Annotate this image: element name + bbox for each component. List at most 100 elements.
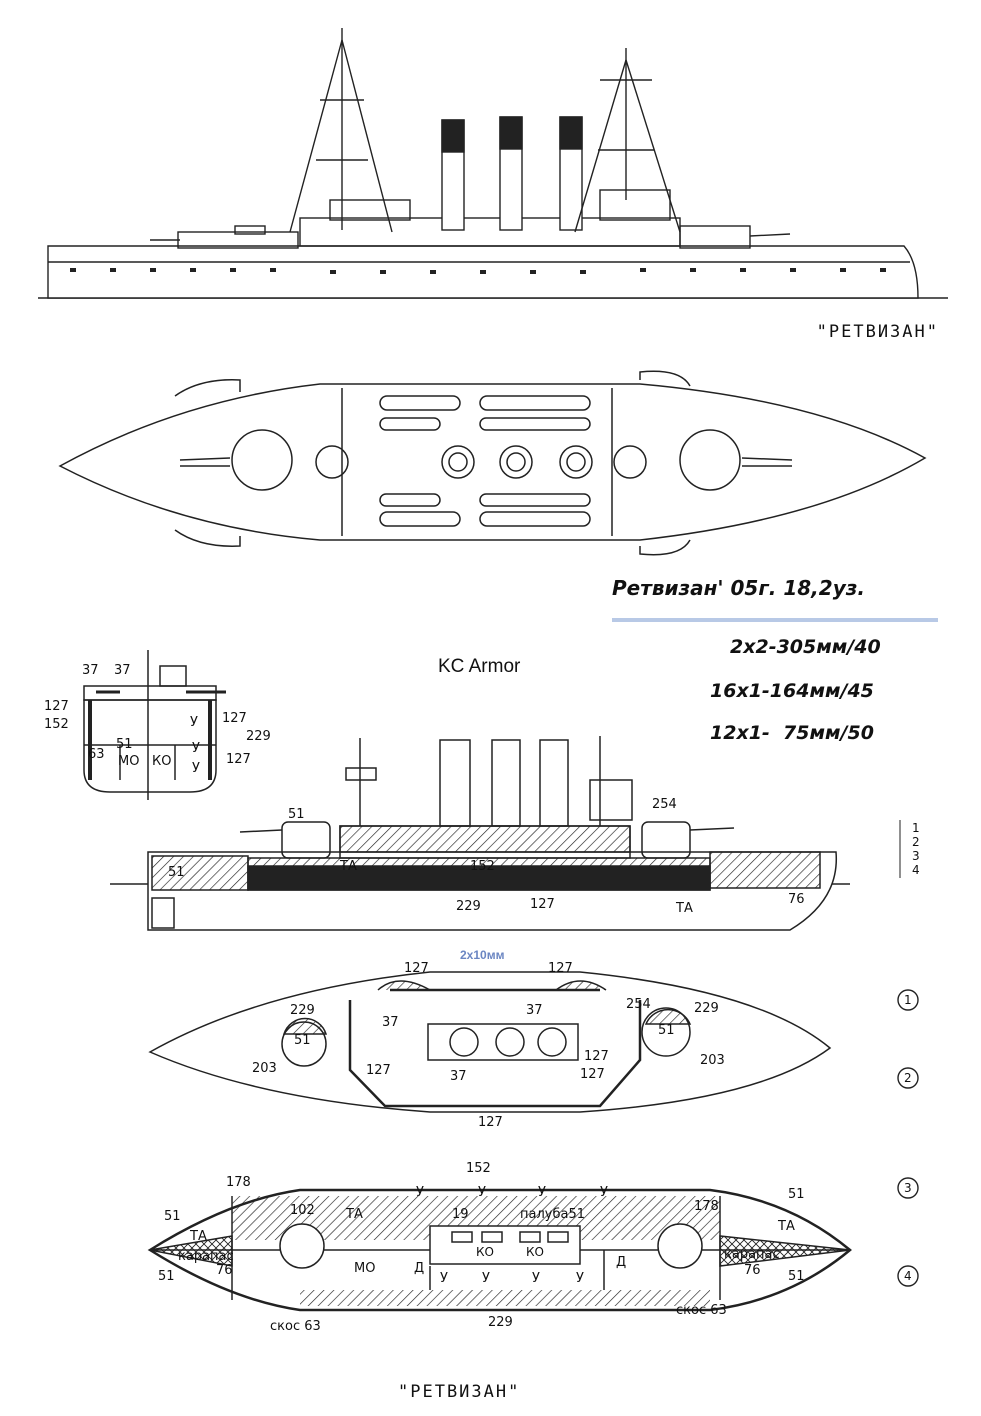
svg-text:127: 127 (222, 711, 247, 726)
svg-text:51: 51 (788, 1269, 805, 1284)
svg-text:127: 127 (226, 752, 251, 767)
cross-section-labels: 37 37 127 152 127 229 127 63 51 МО КО У … (44, 663, 271, 776)
svg-text:3: 3 (912, 849, 920, 863)
gun-spec-1: 2х2-305мм/40 (730, 636, 881, 658)
svg-text:63: 63 (88, 747, 105, 762)
svg-text:254: 254 (652, 797, 677, 812)
svg-text:КО: КО (526, 1245, 544, 1259)
svg-text:76: 76 (744, 1263, 761, 1278)
gun-spec-3: 12х1- 75мм/50 (710, 722, 874, 744)
svg-text:51: 51 (168, 865, 185, 880)
svg-text:127: 127 (366, 1063, 391, 1078)
svg-text:4: 4 (904, 1269, 912, 1283)
svg-text:254: 254 (626, 997, 651, 1012)
svg-text:152: 152 (44, 717, 69, 732)
svg-text:ТА: ТА (675, 901, 693, 916)
plate-note: 2х10мм (460, 948, 505, 962)
svg-text:КО: КО (476, 1245, 494, 1259)
gun-spec-2: 16х1-164мм/45 (710, 680, 874, 702)
svg-text:3: 3 (904, 1181, 912, 1195)
svg-text:карапас: карапас (178, 1249, 234, 1264)
svg-text:У: У (190, 715, 198, 730)
svg-text:2: 2 (912, 835, 920, 849)
armor-profile-labels: 51 254 51 ТА 152 229 127 ТА 76 (168, 797, 805, 916)
svg-text:ТА: ТА (777, 1219, 795, 1234)
deck-plan-top (58, 370, 927, 556)
svg-text:51: 51 (158, 1269, 175, 1284)
svg-text:37: 37 (114, 663, 131, 678)
svg-text:У: У (538, 1185, 546, 1200)
svg-text:229: 229 (246, 729, 271, 744)
section-markers: 1 2 3 4 (897, 989, 919, 1287)
protective-deck-labels: 152 178 178 51 51 ТА 102 ТА 19 палуба51 … (158, 1161, 805, 1334)
armor-deck-labels: 127 127 229 37 37 254 229 51 51 127 203 … (252, 961, 725, 1130)
svg-text:У: У (576, 1271, 584, 1286)
svg-text:51: 51 (658, 1023, 675, 1038)
svg-text:МО: МО (354, 1261, 375, 1276)
svg-text:МО: МО (118, 754, 139, 769)
armor-profile (110, 736, 850, 931)
svg-text:ТА: ТА (339, 859, 357, 874)
svg-text:127: 127 (530, 897, 555, 912)
spec-heading: Ретвизан' 05г. 18,2уз. (612, 576, 865, 600)
svg-text:203: 203 (252, 1061, 277, 1076)
svg-text:скос 63: скос 63 (270, 1319, 321, 1334)
svg-text:37: 37 (526, 1003, 543, 1018)
ship-name-top: "РЕТВИЗАН" (816, 322, 939, 342)
armor-label: KC Armor (438, 656, 521, 677)
svg-text:КО: КО (152, 754, 171, 769)
svg-text:51: 51 (164, 1209, 181, 1224)
ship-name-bottom: "РЕТВИЗАН" (398, 1382, 521, 1402)
svg-text:178: 178 (694, 1199, 719, 1214)
side-profile-top (38, 28, 948, 299)
svg-text:37: 37 (450, 1069, 467, 1084)
svg-text:127: 127 (44, 699, 69, 714)
deck-level-markers: 1 2 3 4 (899, 820, 920, 878)
svg-text:4: 4 (912, 863, 920, 877)
svg-text:229: 229 (290, 1003, 315, 1018)
svg-text:У: У (478, 1185, 486, 1200)
spec-underline (612, 618, 938, 622)
svg-text:127: 127 (404, 961, 429, 976)
svg-text:У: У (416, 1185, 424, 1200)
svg-text:У: У (600, 1185, 608, 1200)
svg-text:76: 76 (216, 1263, 233, 1278)
svg-text:У: У (440, 1271, 448, 1286)
svg-text:127: 127 (478, 1115, 503, 1130)
protective-deck-plan (147, 1188, 852, 1312)
svg-text:скос 63: скос 63 (676, 1303, 727, 1318)
svg-text:1: 1 (904, 993, 912, 1007)
armor-deck-plan (148, 971, 832, 1113)
svg-text:51: 51 (288, 807, 305, 822)
svg-text:127: 127 (548, 961, 573, 976)
svg-text:ТА: ТА (345, 1207, 363, 1222)
svg-text:1: 1 (912, 821, 920, 835)
svg-text:51: 51 (294, 1033, 311, 1048)
svg-text:Д: Д (414, 1261, 424, 1276)
svg-text:229: 229 (694, 1001, 719, 1016)
svg-text:Д: Д (616, 1255, 626, 1270)
svg-text:палуба51: палуба51 (520, 1207, 585, 1222)
svg-text:152: 152 (466, 1161, 491, 1176)
svg-text:51: 51 (788, 1187, 805, 1202)
svg-text:У: У (532, 1271, 540, 1286)
svg-text:76: 76 (788, 892, 805, 907)
svg-text:У: У (192, 761, 200, 776)
svg-text:203: 203 (700, 1053, 725, 1068)
svg-text:ТА: ТА (189, 1229, 207, 1244)
svg-text:2: 2 (904, 1071, 912, 1085)
svg-text:У: У (192, 741, 200, 756)
svg-text:У: У (482, 1271, 490, 1286)
svg-text:127: 127 (584, 1049, 609, 1064)
svg-text:127: 127 (580, 1067, 605, 1082)
svg-text:229: 229 (488, 1315, 513, 1330)
svg-text:178: 178 (226, 1175, 251, 1190)
svg-text:229: 229 (456, 899, 481, 914)
svg-text:102: 102 (290, 1203, 315, 1218)
cross-section (83, 650, 226, 800)
svg-text:152: 152 (470, 859, 495, 874)
svg-text:карапас: карапас (724, 1247, 780, 1262)
svg-text:19: 19 (452, 1207, 469, 1222)
svg-text:37: 37 (382, 1015, 399, 1030)
